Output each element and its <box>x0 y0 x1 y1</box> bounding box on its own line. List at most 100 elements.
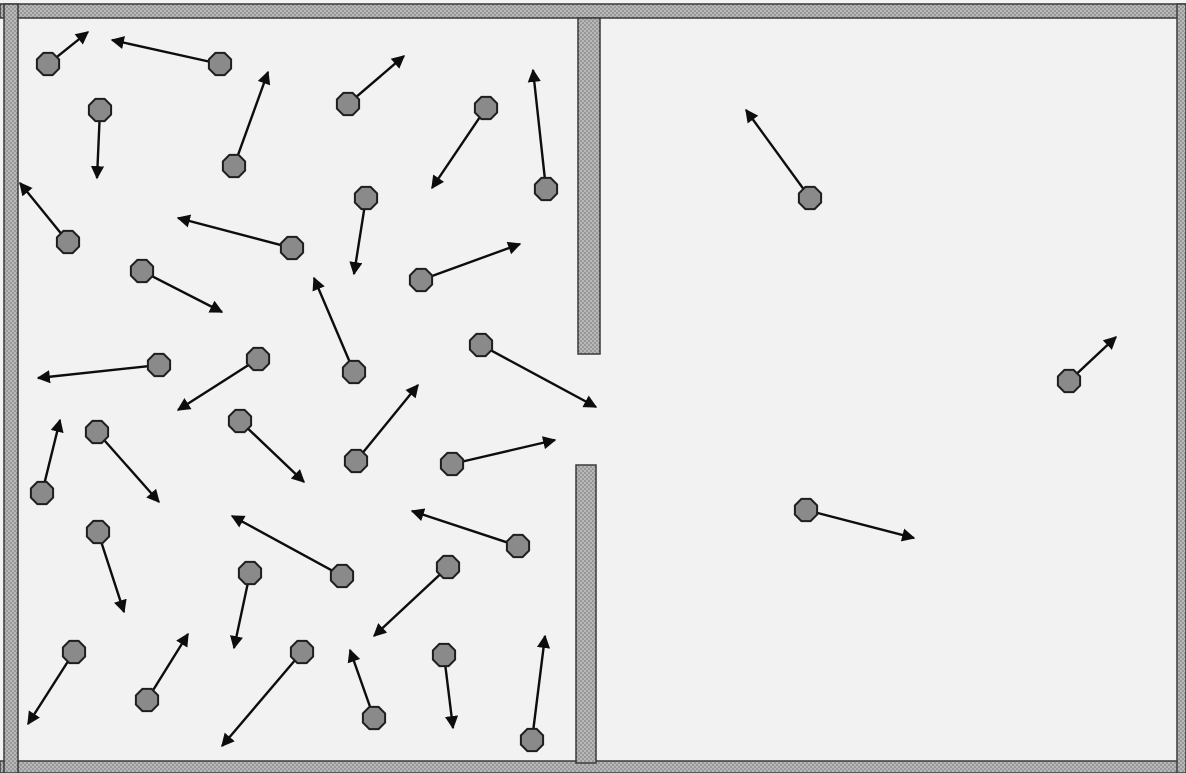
particle <box>1056 336 1117 394</box>
velocity-arrow-icon <box>100 542 127 614</box>
particle <box>343 383 419 474</box>
particle-icon <box>439 451 465 477</box>
velocity-arrow-icon <box>110 36 210 63</box>
particles <box>19 31 1117 753</box>
particle-icon <box>335 91 361 117</box>
velocity-arrow-icon <box>444 665 459 730</box>
velocity-arrow-icon <box>462 436 557 463</box>
velocity-arrow-icon <box>90 120 105 180</box>
particle <box>110 36 233 77</box>
partition-lower <box>575 464 597 764</box>
particle <box>519 634 551 753</box>
velocity-arrow-icon <box>230 583 249 650</box>
velocity-arrow-icon <box>176 363 250 412</box>
particle <box>349 185 379 276</box>
velocity-arrow-icon <box>1076 336 1117 375</box>
particle-icon <box>431 642 457 668</box>
velocity-arrow-icon <box>362 383 419 454</box>
particle-icon <box>134 687 160 713</box>
particle <box>230 514 355 589</box>
particle-icon <box>505 533 531 559</box>
particle-icon <box>279 235 305 261</box>
particle-icon <box>289 639 315 665</box>
particle-icon <box>793 497 819 523</box>
particle <box>745 108 823 211</box>
left-wall <box>3 3 19 773</box>
particle <box>134 632 190 713</box>
velocity-arrow-icon <box>19 181 62 235</box>
particle-icon <box>533 176 559 202</box>
particle-icon <box>61 639 87 665</box>
particle <box>439 436 557 477</box>
particle-icon <box>129 258 155 284</box>
particle-icon <box>146 352 172 378</box>
velocity-arrow-icon <box>532 634 551 730</box>
velocity-arrow-icon <box>347 648 372 709</box>
particle <box>431 642 459 730</box>
particle-icon <box>1056 368 1082 394</box>
particle-icon <box>85 519 111 545</box>
particle-icon <box>35 51 61 77</box>
particle-icon <box>361 705 387 731</box>
particle-icon <box>341 359 367 385</box>
velocity-arrow-icon <box>55 31 90 59</box>
partition <box>575 17 601 764</box>
particle <box>431 95 499 190</box>
particle <box>793 497 916 542</box>
velocity-arrow-icon <box>490 349 598 409</box>
partition-upper <box>577 17 601 355</box>
top-wall <box>0 3 1186 19</box>
velocity-arrow-icon <box>103 439 160 503</box>
particle-icon <box>237 560 263 586</box>
particle-icon <box>55 229 81 255</box>
particle-icon <box>245 346 271 372</box>
particle <box>29 418 64 506</box>
velocity-arrow-icon <box>355 55 406 98</box>
velocity-arrow-icon <box>151 632 190 692</box>
particle <box>227 408 305 483</box>
velocity-arrow-icon <box>236 70 271 157</box>
velocity-arrow-icon <box>410 508 508 544</box>
velocity-arrow-icon <box>431 116 481 190</box>
particle-icon <box>84 419 110 445</box>
velocity-arrow-icon <box>373 573 441 637</box>
particle <box>221 70 271 179</box>
particle-icon <box>329 563 355 589</box>
particle <box>35 31 90 77</box>
velocity-arrow-icon <box>151 274 224 314</box>
particle-icon <box>227 408 253 434</box>
velocity-arrow-icon <box>36 364 149 384</box>
particle <box>26 639 87 726</box>
particle-icon <box>221 153 247 179</box>
particle <box>312 276 367 385</box>
velocity-arrow-icon <box>312 276 351 363</box>
right-wall <box>1176 3 1186 773</box>
particle <box>221 639 315 748</box>
particle <box>84 419 160 503</box>
particle-icon <box>343 448 369 474</box>
particle-icon <box>435 554 461 580</box>
particle <box>373 554 461 637</box>
velocity-arrow-icon <box>349 208 366 276</box>
particle <box>230 560 263 650</box>
particle <box>176 346 271 412</box>
particle-icon <box>353 185 379 211</box>
particle <box>347 648 387 731</box>
velocity-arrow-icon <box>527 68 546 179</box>
particle-icon <box>207 51 233 77</box>
particle-icon <box>29 480 55 506</box>
velocity-arrow-icon <box>816 511 916 542</box>
particle <box>410 508 531 559</box>
particle-icon <box>473 95 499 121</box>
particle <box>85 519 127 614</box>
particle-icon <box>797 185 823 211</box>
particle <box>176 214 305 261</box>
particle <box>408 241 522 293</box>
particle-icon <box>468 332 494 358</box>
particle-icon <box>519 727 545 753</box>
particle <box>468 332 598 409</box>
velocity-arrow-icon <box>26 660 70 726</box>
velocity-arrow-icon <box>247 427 305 483</box>
particle <box>335 55 406 117</box>
